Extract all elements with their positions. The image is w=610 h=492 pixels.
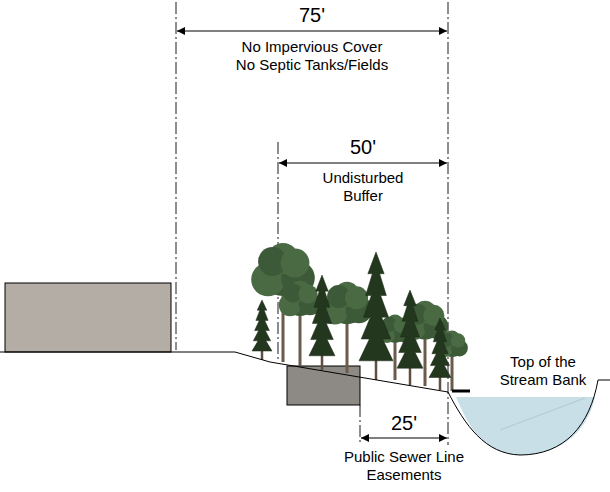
extension-lines xyxy=(176,2,448,445)
building xyxy=(5,283,171,352)
tree-crown xyxy=(281,249,310,278)
conifer-tree xyxy=(359,252,393,361)
dimension-lines xyxy=(177,31,447,438)
conifer-tree xyxy=(252,300,272,351)
stream-water xyxy=(456,397,595,455)
conifer-tree xyxy=(309,275,335,356)
sewer-line xyxy=(287,366,360,405)
trees xyxy=(251,243,468,391)
buffer-rule-note: No Impervious Cover No Septic Tanks/Fiel… xyxy=(234,38,390,74)
ground-profile xyxy=(0,352,610,455)
water-line xyxy=(500,398,585,430)
dimension-label: 75' xyxy=(299,3,325,27)
conifer-tree xyxy=(397,290,423,368)
conifer-tree xyxy=(429,318,451,378)
tree-crown xyxy=(451,333,465,347)
easement-note: Public Sewer Line Easements xyxy=(342,448,466,484)
buffer-note: Undisturbed Buffer xyxy=(321,169,405,205)
dimension-label: 25' xyxy=(391,411,417,435)
tree-crown xyxy=(345,286,368,309)
bank-label: Top of the Stream Bank xyxy=(498,353,588,389)
tree-crown xyxy=(298,284,317,303)
dimension-label: 50' xyxy=(350,135,376,159)
bank-marker xyxy=(452,390,470,393)
